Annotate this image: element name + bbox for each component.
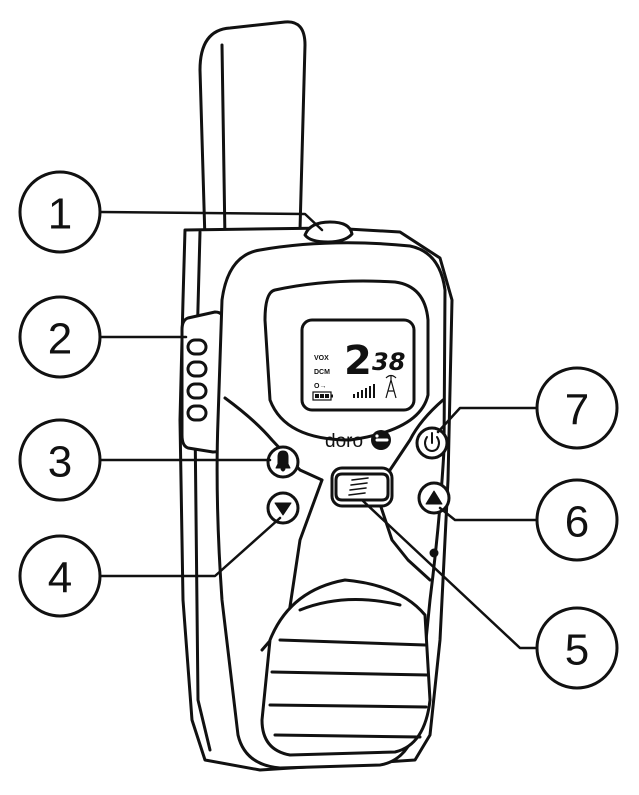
callout-number-4: 4 (48, 554, 72, 603)
power-icon (424, 436, 440, 452)
callout-circle-1 (18, 170, 102, 254)
bell-icon (275, 450, 291, 472)
lcd-dcm-indicator: DCM (314, 369, 330, 376)
down-triangle-icon (274, 502, 292, 516)
lcd-key-indicator: O→ (314, 383, 326, 390)
ptt-ridge-4 (186, 404, 208, 422)
antenna-tower-icon (385, 374, 397, 399)
speaker-slot-2 (278, 638, 427, 647)
leader-line-1 (98, 210, 324, 232)
callout-number-7: 7 (565, 386, 589, 435)
callout-circle-7 (535, 366, 619, 450)
callout-circle-6 (535, 478, 619, 562)
antenna-ridge (220, 43, 227, 242)
lcd-vox-indicator: VOX (314, 355, 329, 362)
callout-circle-4 (18, 534, 102, 618)
leader-line-6 (438, 506, 542, 522)
display-bezel (263, 279, 430, 442)
callout-number-1: 1 (48, 190, 72, 239)
leader-line-4 (98, 516, 282, 578)
callout-circle-2 (18, 295, 102, 379)
signal-bars-icon (353, 384, 375, 398)
ptt-ridge-2 (186, 360, 208, 378)
left-wing (223, 396, 324, 482)
callout-number-6: 6 (565, 498, 589, 547)
speaker-slot-5 (273, 733, 422, 739)
battery-icon (312, 391, 333, 401)
top-button[interactable] (303, 220, 354, 244)
callout-circle-5 (535, 606, 619, 690)
menu-button[interactable] (330, 466, 394, 508)
lcd-channel-digits: 38 (372, 348, 405, 376)
menu-icon (348, 477, 369, 496)
speaker-slot-1 (298, 598, 402, 612)
ptt-ridge-3 (186, 382, 208, 400)
antenna (198, 20, 307, 242)
microphone-hole (429, 548, 439, 558)
speaker-slot-4 (268, 703, 428, 709)
leader-line-7 (436, 406, 542, 434)
brand-name: doro (325, 431, 363, 452)
speaker-grille (260, 578, 432, 757)
leader-line-5 (360, 498, 542, 650)
callout-circle-3 (18, 418, 102, 502)
lcd-channel-first-digit: 2 (344, 338, 372, 384)
speaker-slot-3 (270, 670, 430, 677)
doro-logo-icon (371, 430, 391, 450)
up-triangle-icon (425, 490, 443, 505)
lcd-screen (300, 318, 416, 412)
menu-button-inner (334, 472, 390, 502)
callout-number-5: 5 (565, 626, 589, 675)
right-wing (370, 398, 445, 482)
callout-number-3: 3 (48, 438, 72, 487)
ptt-ridge-1 (186, 338, 208, 356)
callout-number-2: 2 (48, 315, 72, 364)
